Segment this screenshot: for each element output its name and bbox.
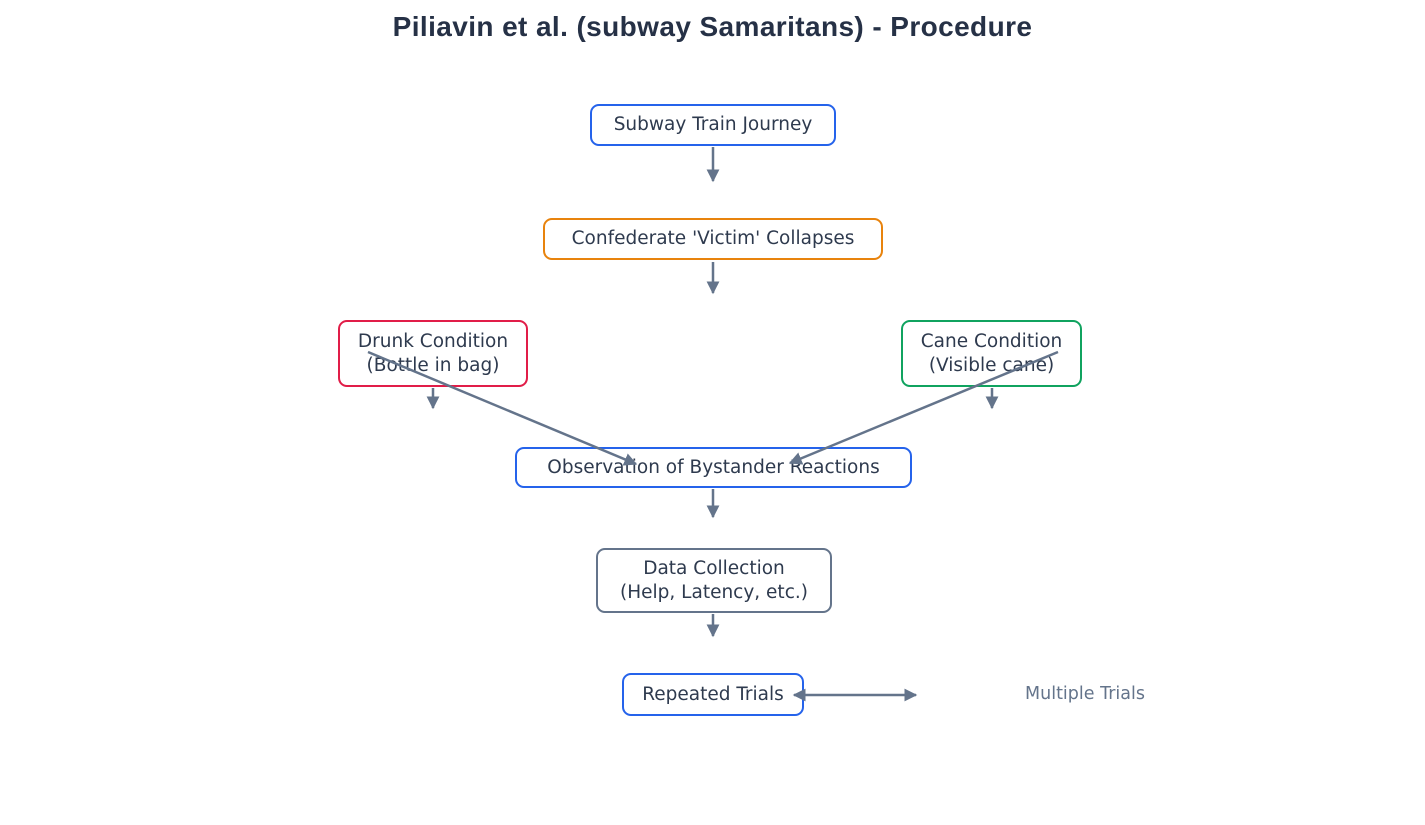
node-label-line2: (Help, Latency, etc.) (620, 581, 808, 603)
node-label: Observation of Bystander Reactions (547, 456, 880, 478)
node-label: Subway Train Journey (613, 114, 813, 135)
node-repeated-trials: Repeated Trials (622, 673, 804, 716)
node-label-line1: Data Collection (643, 557, 785, 579)
multiple-trials-annotation: Multiple Trials (1025, 684, 1145, 704)
node-label-line1: Drunk Condition (357, 330, 509, 352)
node-label: Repeated Trials (642, 683, 784, 705)
diagram-title: Piliavin et al. (subway Samaritans) - Pr… (392, 11, 1033, 42)
node-confederate-victim-collapses: Confederate 'Victim' Collapses (543, 218, 883, 260)
node-cane-condition: Cane Condition (Visible cane) (901, 320, 1082, 387)
node-label-line2: (Bottle in bag) (366, 354, 500, 376)
node-data-collection: Data Collection (Help, Latency, etc.) (596, 548, 832, 613)
node-label-line1: Cane Condition (920, 330, 1063, 352)
node-observation-of-bystander-reactions: Observation of Bystander Reactions (515, 447, 912, 488)
node-drunk-condition: Drunk Condition (Bottle in bag) (338, 320, 528, 387)
node-label: Confederate 'Victim' Collapses (571, 228, 855, 249)
node-label-line2: (Visible cane) (928, 354, 1055, 376)
node-subway-train-journey: Subway Train Journey (590, 104, 836, 146)
